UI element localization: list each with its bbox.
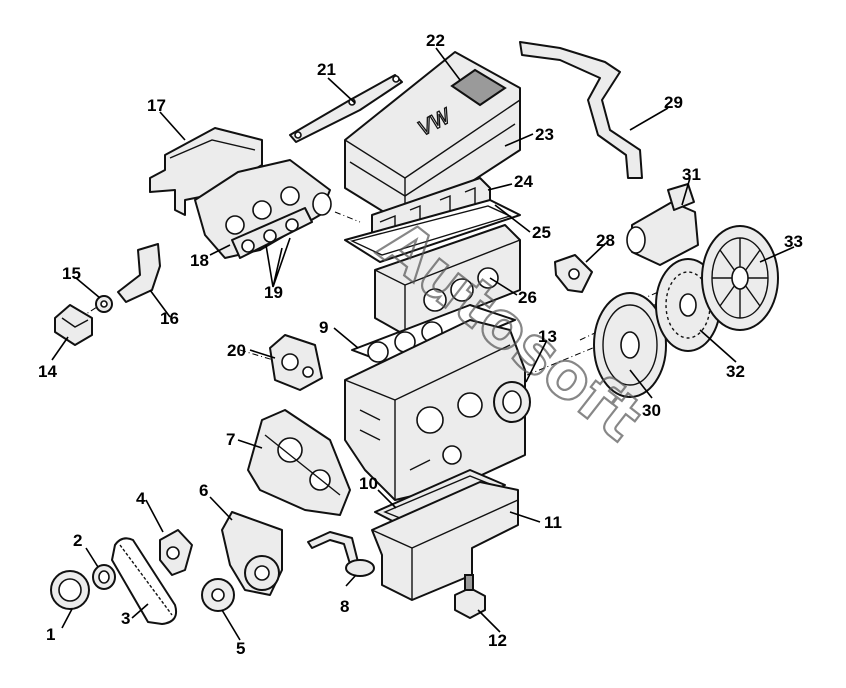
- crankshaft-seal: [493, 381, 531, 423]
- callout-5: 5: [236, 639, 245, 658]
- callout-18: 18: [190, 251, 209, 270]
- coolant-pipe: [117, 243, 161, 303]
- cover-bracket: [289, 74, 403, 143]
- oil-pickup-tube: [307, 531, 375, 577]
- callout-20: 20: [227, 341, 246, 360]
- valve-cover: VW: [344, 51, 521, 226]
- engine-block: [344, 319, 526, 501]
- timing-belt: [111, 537, 178, 625]
- water-pump: [221, 511, 283, 596]
- callout-32: 32: [726, 362, 745, 381]
- callout-29: 29: [664, 93, 683, 112]
- callout-7: 7: [226, 430, 235, 449]
- callout-3: 3: [121, 609, 130, 628]
- callout-15: 15: [62, 264, 81, 283]
- idler-pulley: [92, 564, 116, 590]
- callout-8: 8: [340, 597, 349, 616]
- crankshaft-pulley: [50, 570, 90, 610]
- callout-26: 26: [518, 288, 537, 307]
- callout-1: 1: [46, 625, 55, 644]
- callout-25: 25: [532, 223, 551, 242]
- callout-31: 31: [682, 165, 701, 184]
- callout-4: 4: [136, 489, 146, 508]
- callout-22: 22: [426, 31, 445, 50]
- callout-17: 17: [147, 96, 166, 115]
- callout-2: 2: [73, 531, 82, 550]
- manifold-gasket: [231, 207, 313, 259]
- callout-33: 33: [784, 232, 803, 251]
- callout-14: 14: [38, 362, 57, 381]
- crank-sensor-bracket: [554, 254, 593, 293]
- callout-21: 21: [317, 60, 336, 79]
- callout-30: 30: [642, 401, 661, 420]
- thermostat-housing: [54, 304, 93, 346]
- callout-28: 28: [596, 231, 615, 250]
- starter-motor: [626, 183, 699, 266]
- callout-6: 6: [199, 481, 208, 500]
- heat-shield: [149, 127, 263, 216]
- callout-9: 9: [319, 318, 328, 337]
- callout-24: 24: [514, 172, 533, 191]
- cylinder-head: [374, 224, 521, 336]
- coolant-housing: [269, 334, 323, 391]
- callout-16: 16: [160, 309, 179, 328]
- callout-23: 23: [535, 125, 554, 144]
- exhaust-manifold: [194, 159, 332, 259]
- flywheel: [593, 292, 667, 398]
- front-cover: [247, 409, 351, 516]
- callout-12: 12: [488, 631, 507, 650]
- callout-13: 13: [538, 327, 557, 346]
- callout-19: 19: [264, 283, 283, 302]
- pump-pulley: [201, 578, 235, 612]
- pressure-plate: [701, 225, 779, 331]
- callout-labels: 1 2 3 4 5 6 7 8 9 10 11 12 13 14 15 16 1…: [38, 31, 803, 658]
- thermostat: [95, 295, 113, 313]
- oil-pan: [371, 481, 519, 601]
- leader-lines: [51, 47, 795, 641]
- callout-10: 10: [359, 474, 378, 493]
- callout-11: 11: [544, 513, 562, 532]
- breather-hose: [519, 41, 643, 179]
- belt-tensioner: [159, 529, 193, 576]
